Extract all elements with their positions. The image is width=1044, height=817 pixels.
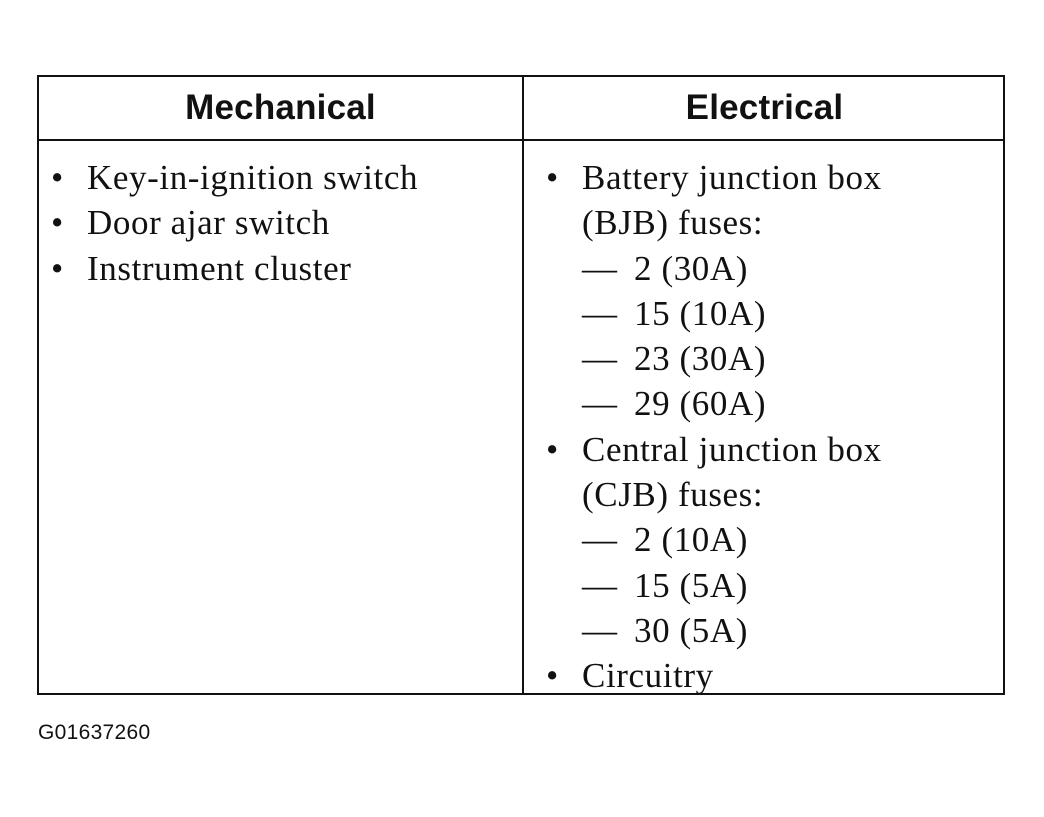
- bullet-icon: •: [51, 203, 64, 243]
- fuse-value: 23 (30A): [634, 339, 767, 379]
- item-cjb-label-cont: (CJB) fuses:: [582, 475, 764, 515]
- fuse-row: — 2 (10A): [544, 517, 882, 562]
- list-item: • Central junction box: [544, 427, 882, 472]
- figure-id: G01637260: [38, 721, 151, 744]
- fuse-value: 2 (30A): [634, 248, 749, 288]
- item-cjb-label: Central junction box: [582, 429, 882, 469]
- fuse-row: — 23 (30A): [544, 336, 882, 381]
- dash-icon: —: [582, 520, 618, 560]
- list-item: • Battery junction box: [544, 155, 882, 200]
- item-door-ajar-switch: Door ajar switch: [87, 203, 330, 243]
- fuse-row: — 2 (30A): [544, 246, 882, 291]
- dash-icon: —: [582, 610, 618, 650]
- bullet-icon: •: [51, 158, 64, 197]
- list-item: • Door ajar switch: [49, 200, 418, 245]
- item-bjb-label-cont: (BJB) fuses:: [582, 203, 764, 243]
- header-rule: [39, 139, 1003, 141]
- fuse-row: — 15 (10A): [544, 291, 882, 336]
- dash-icon: —: [582, 565, 618, 605]
- header-electrical: Electrical: [685, 88, 844, 127]
- list-item: • Circuitry: [544, 653, 882, 698]
- item-bjb-label: Battery junction box: [582, 158, 882, 197]
- mechanical-list: • Key-in-ignition switch • Door ajar swi…: [49, 155, 418, 291]
- fuse-row: — 29 (60A): [544, 381, 882, 426]
- fuse-value: 15 (5A): [634, 565, 749, 605]
- fuse-value: 2 (10A): [634, 520, 749, 560]
- fuse-value: 15 (10A): [634, 293, 767, 333]
- diagnostic-table: Mechanical Electrical • Key-in-ignition …: [37, 75, 1005, 695]
- bullet-icon: •: [546, 158, 559, 197]
- list-item: • Instrument cluster: [49, 246, 418, 291]
- item-instrument-cluster: Instrument cluster: [87, 248, 352, 288]
- header-mechanical: Mechanical: [185, 88, 376, 127]
- column-divider: [522, 77, 524, 693]
- bullet-icon: •: [546, 429, 559, 469]
- fuse-value: 30 (5A): [634, 610, 749, 650]
- bullet-icon: •: [51, 248, 64, 288]
- list-item: • Key-in-ignition switch: [49, 155, 418, 200]
- item-circuitry: Circuitry: [582, 656, 714, 696]
- fuse-row: — 30 (5A): [544, 608, 882, 653]
- dash-icon: —: [582, 339, 618, 379]
- bullet-icon: •: [546, 656, 559, 696]
- fuse-value: 29 (60A): [634, 384, 767, 424]
- fuse-row: — 15 (5A): [544, 563, 882, 608]
- dash-icon: —: [582, 293, 618, 333]
- item-key-in-ignition-switch: Key-in-ignition switch: [87, 158, 419, 197]
- electrical-list: • Battery junction box (BJB) fuses: — 2 (…: [544, 155, 882, 699]
- dash-icon: —: [582, 384, 618, 424]
- dash-icon: —: [582, 248, 618, 288]
